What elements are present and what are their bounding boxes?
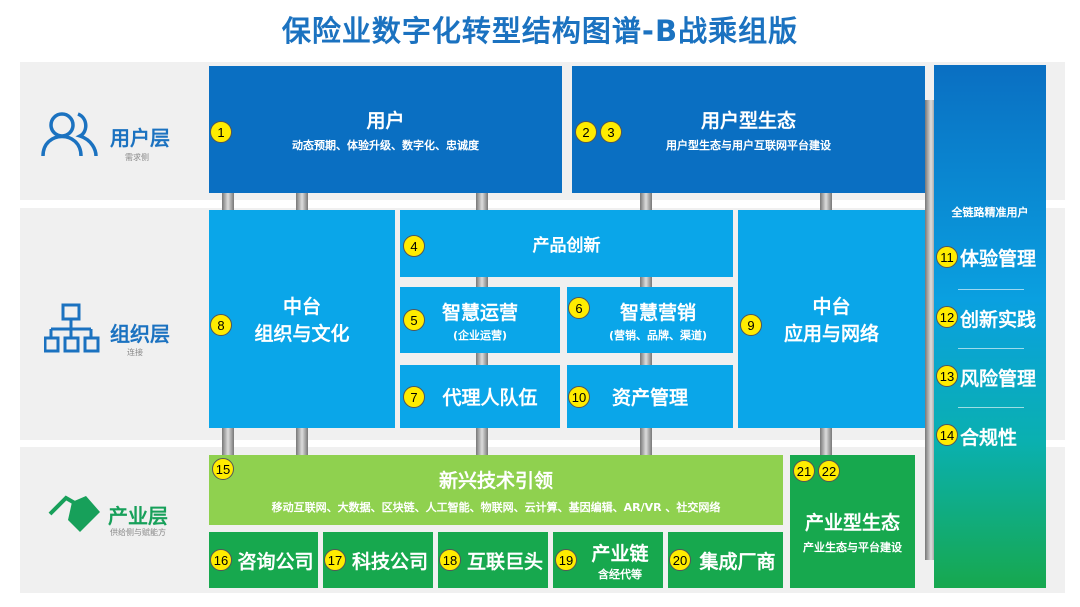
marker: 1 — [210, 121, 232, 143]
industry-layer-label: 产业层 — [108, 504, 168, 528]
page-title: 保险业数字化转型结构图谱-B战乘组版 — [281, 14, 799, 48]
user-layer-sub: 需求侧 — [125, 153, 149, 162]
marker: 12 — [936, 306, 958, 328]
marker: 15 — [212, 458, 234, 480]
marker: 14 — [936, 424, 958, 446]
marker: 8 — [210, 314, 232, 336]
user-ecosystem-box: 用户型生态 用户型生态与用户互联网平台建设 — [572, 66, 925, 193]
marker: 18 — [439, 549, 461, 571]
box-subtitle: 应用与网络 — [783, 323, 879, 345]
org-layer-label: 组织层 — [110, 322, 170, 346]
marker: 7 — [403, 386, 425, 408]
assets-box: 资产管理 — [567, 365, 733, 428]
box-subtitle: 动态预期、体验升级、数字化、忠诚度 — [292, 139, 479, 152]
box-title: 产业链 — [591, 542, 649, 565]
marker: 3 — [600, 121, 622, 143]
right-column — [934, 65, 1046, 588]
right-item-experience: 体验管理 — [960, 248, 1037, 270]
box-subtitle: 用户型生态与用户互联网平台建设 — [666, 139, 831, 152]
marker: 13 — [936, 365, 958, 387]
industry-ecosystem-box: 产业型生态 产业生态与平台建设 — [790, 455, 915, 588]
mid-org-box: 中台 组织与文化 — [209, 210, 395, 428]
agents-box: 代理人队伍 — [400, 365, 560, 428]
marker: 20 — [669, 549, 691, 571]
integrator-box: 集成厂商 — [668, 532, 783, 588]
marker: 21 — [793, 460, 815, 482]
user-box: 用户 动态预期、体验升级、数字化、忠诚度 — [209, 66, 562, 193]
box-title: 产品创新 — [532, 236, 601, 256]
box-title: 资产管理 — [611, 387, 688, 409]
org-layer-sub: 连接 — [127, 348, 143, 357]
marker: 17 — [324, 549, 346, 571]
box-title: 咨询公司 — [237, 550, 314, 573]
handshake-icon — [48, 495, 100, 532]
product-box: 产品创新 — [400, 210, 733, 277]
box-subtitle: (营销、品牌、渠道) — [608, 328, 708, 342]
marker: 10 — [568, 386, 590, 408]
box-title: 用户型生态 — [700, 110, 796, 132]
right-item-risk: 风险管理 — [960, 368, 1037, 390]
users-icon — [41, 112, 98, 157]
marker: 16 — [210, 549, 232, 571]
tech-box: 新兴技术引领 移动互联网、大数据、区块链、人工智能、物联网、云计算、基因编辑、A… — [209, 455, 783, 525]
marker: 11 — [936, 246, 958, 268]
box-title: 代理人队伍 — [442, 387, 538, 409]
box-title: 科技公司 — [351, 550, 428, 573]
box-title: 中台 — [812, 296, 851, 318]
box-title: 产业型生态 — [804, 512, 900, 534]
marketing-box: 智慧营销 (营销、品牌、渠道) — [567, 287, 733, 353]
techco-box: 科技公司 — [323, 532, 433, 588]
box-title: 集成厂商 — [699, 550, 776, 573]
marker: 2 — [575, 121, 597, 143]
box-title: 智慧营销 — [619, 301, 696, 324]
marker: 5 — [403, 309, 425, 331]
box-title: 智慧运营 — [441, 301, 518, 324]
marker: 22 — [818, 460, 840, 482]
box-title: 中台 — [282, 296, 321, 318]
marker: 9 — [740, 314, 762, 336]
right-item-innovation: 创新实践 — [960, 309, 1037, 331]
box-subtitle: (企业运营) — [452, 328, 508, 342]
mid-app-box: 中台 应用与网络 — [738, 210, 925, 428]
marker: 6 — [568, 297, 590, 319]
org-chart-icon — [44, 303, 100, 353]
box-subtitle: 含经代等 — [598, 567, 642, 581]
box-title: 互联巨头 — [466, 550, 543, 573]
ops-box: 智慧运营 (企业运营) — [400, 287, 560, 353]
user-layer-label: 用户层 — [110, 126, 170, 150]
right-header: 全链路精准用户 — [951, 206, 1029, 219]
marker: 19 — [555, 549, 577, 571]
right-item-compliance: 合规性 — [960, 427, 1018, 449]
box-subtitle: 移动互联网、大数据、区块链、人工智能、物联网、云计算、基因编辑、AR/VR 、社… — [271, 500, 721, 514]
box-title: 新兴技术引领 — [438, 469, 553, 492]
marker: 4 — [403, 235, 425, 257]
box-subtitle: 产业生态与平台建设 — [803, 541, 902, 554]
box-title: 用户 — [366, 110, 405, 132]
box-subtitle: 组织与文化 — [254, 323, 350, 345]
industry-layer-sub: 供给侧与赋能方 — [110, 528, 166, 537]
